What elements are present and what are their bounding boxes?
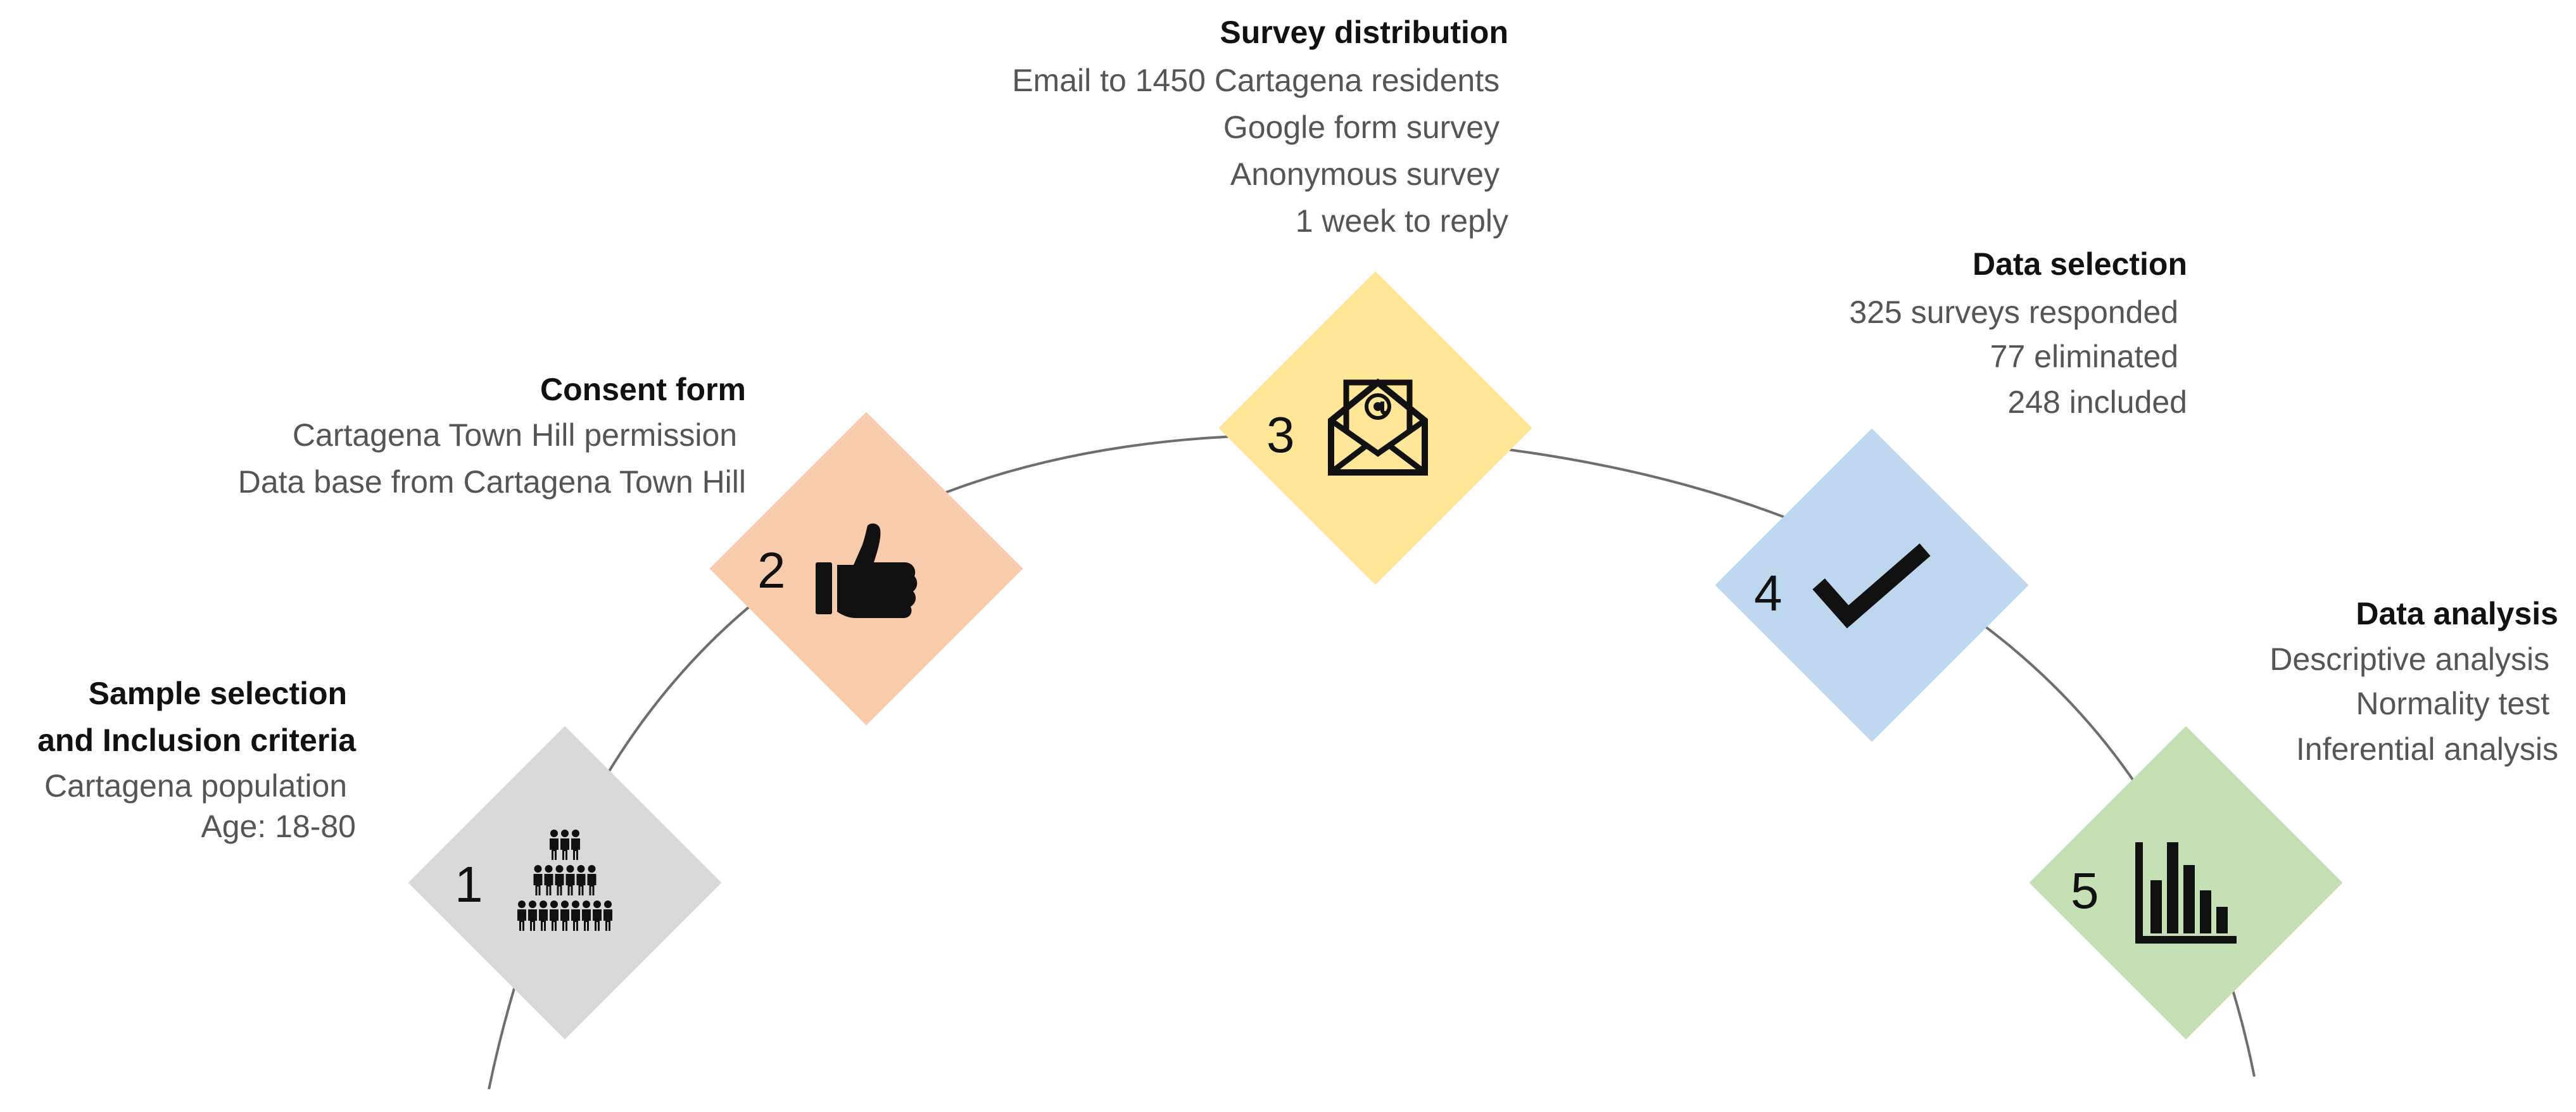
step-3-detail-1: Email to 1450 Cartagena residents (1012, 63, 1500, 98)
person-figure (550, 830, 559, 860)
step-5-title: Data analysis (2356, 596, 2558, 631)
person-figure (587, 865, 597, 895)
step-3-diamond (1218, 271, 1532, 585)
step-1-title-line-1: Sample selection (89, 676, 348, 711)
step-2-title-line-1: Consent form (540, 372, 746, 407)
step-1-detail-2: Age: 18-80 (201, 809, 356, 844)
step-1-details: Cartagena population Age: 18-80 (44, 768, 356, 844)
person-figure (582, 900, 591, 931)
step-1-number: 1 (455, 856, 483, 913)
step-2-details: Cartagena Town Hill permission Data base… (238, 417, 746, 500)
step-4-number: 4 (1754, 565, 1783, 621)
step-2-detail-1: Cartagena Town Hill permission (293, 417, 737, 453)
person-figure (555, 865, 564, 895)
step-5-detail-3: Inferential analysis (2296, 731, 2558, 767)
step-4: 4 Data selection 325 surveys responded 7… (1715, 246, 2187, 742)
step-4-details: 325 surveys responded 77 eliminated 248 … (1849, 294, 2187, 420)
step-3-detail-4: 1 week to reply (1296, 203, 1508, 239)
step-5-detail-2: Normality test (2356, 686, 2549, 721)
step-2: 2 Consent form Cartagena Town Hill permi… (238, 372, 1023, 726)
step-4-title: Data selection (1973, 246, 2187, 282)
person-figure (593, 900, 602, 931)
checkmark-icon (1812, 543, 1931, 629)
step-5-details: Descriptive analysis Normality test Infe… (2270, 641, 2558, 767)
person-figure (533, 865, 543, 895)
person-figure (544, 865, 553, 895)
step-2-detail-2: Data base from Cartagena Town Hill (238, 464, 746, 500)
person-figure (571, 830, 580, 860)
step-1: 1 Sample selection and Inclusion criteri… (37, 676, 722, 1040)
step-4-detail-3: 248 included (2007, 384, 2187, 420)
step-3-title: Survey distribution (1220, 15, 1508, 50)
population-pyramid-icon (517, 830, 612, 931)
step-1-title-line-2: and Inclusion criteria (37, 723, 357, 758)
person-figure (565, 865, 575, 895)
person-figure (539, 900, 548, 931)
step-4-detail-2: 77 eliminated (1990, 339, 2178, 374)
step-3-title-line-1: Survey distribution (1220, 15, 1508, 50)
step-5: 5 Data analysis Descriptive analysis Nor… (2029, 596, 2558, 1040)
person-figure (550, 900, 559, 931)
thumbs-up-icon (816, 523, 918, 618)
step-3-detail-2: Google form survey (1223, 110, 1500, 145)
person-figure (571, 900, 580, 931)
step-3-number: 3 (1266, 407, 1295, 463)
person-figure (517, 900, 526, 931)
step-4-title-line-1: Data selection (1973, 246, 2187, 282)
step-1-detail-1: Cartagena population (44, 768, 347, 804)
person-figure (528, 900, 537, 931)
step-5-number: 5 (2071, 862, 2099, 919)
step-5-title-line-1: Data analysis (2356, 596, 2558, 631)
step-1-title: Sample selection and Inclusion criteria (37, 676, 357, 758)
step-1-diamond (408, 726, 722, 1040)
person-figure (576, 865, 586, 895)
person-figure (560, 830, 569, 860)
step-2-title: Consent form (540, 372, 746, 407)
step-2-number: 2 (757, 542, 786, 598)
bar-chart-icon (2135, 842, 2237, 944)
person-figure (603, 900, 612, 931)
person-figure (560, 900, 569, 931)
step-3-detail-3: Anonymous survey (1230, 156, 1500, 192)
step-3: 3 Survey distribution Email to 1450 Cart… (1012, 15, 1532, 585)
email-envelope-icon (1328, 378, 1428, 476)
step-4-detail-1: 325 surveys responded (1849, 294, 2178, 330)
step-5-detail-1: Descriptive analysis (2270, 641, 2549, 677)
step-3-details: Email to 1450 Cartagena residents Google… (1012, 63, 1508, 239)
